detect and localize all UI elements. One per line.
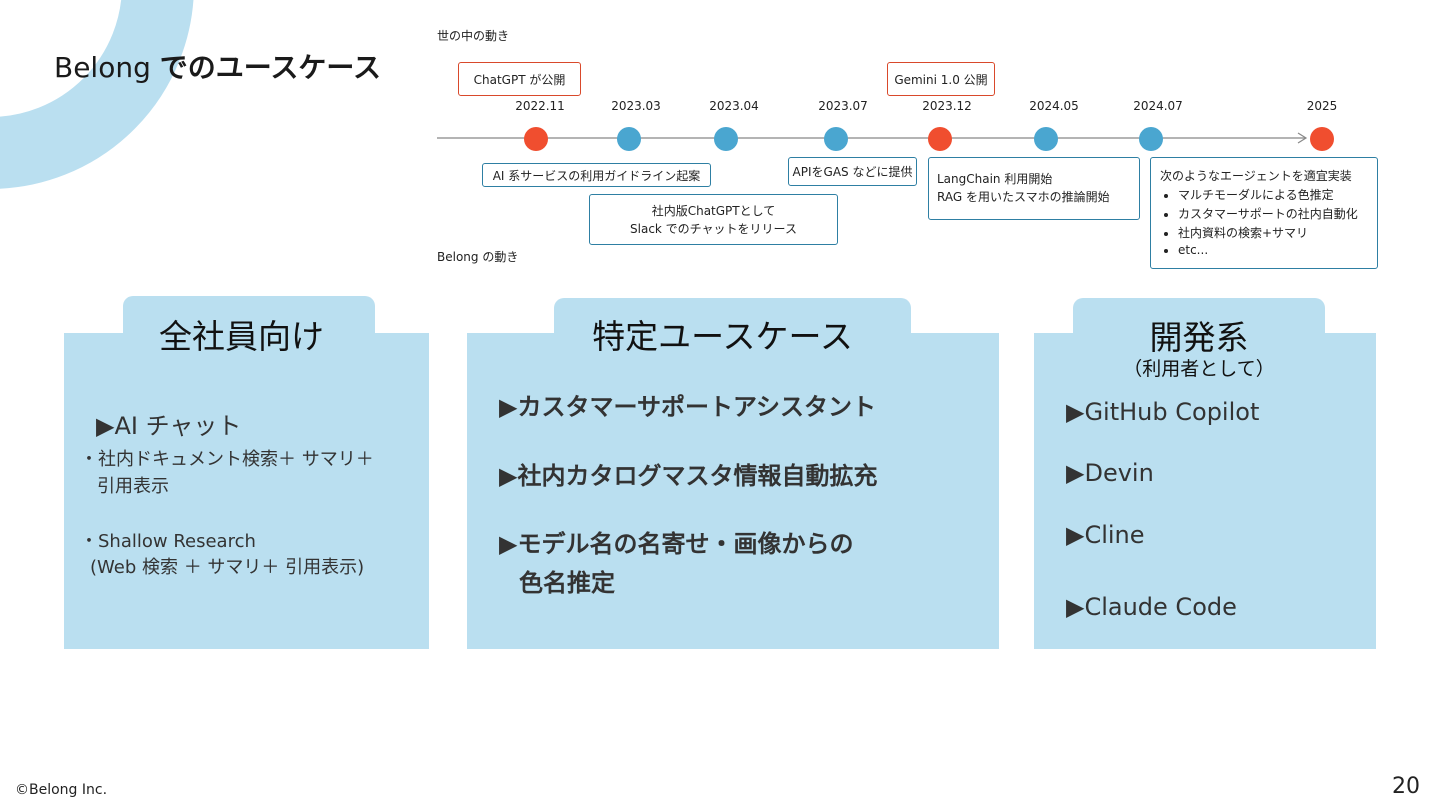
date-label: 2023.04 bbox=[709, 99, 759, 113]
timeline-dot-belong bbox=[1139, 127, 1163, 151]
card-specific bbox=[467, 333, 999, 649]
agent-item: 社内資料の検索+サマリ bbox=[1178, 224, 1377, 241]
agent-item: マルチモーダルによる色推定 bbox=[1178, 186, 1377, 203]
agent-item: カスタマーサポートの社内自動化 bbox=[1178, 205, 1377, 222]
date-label: 2022.11 bbox=[515, 99, 565, 113]
card-dev-item: ▶Devin bbox=[1066, 459, 1154, 487]
belong-event-guideline: AI 系サービスの利用ガイドライン起案 bbox=[482, 163, 711, 187]
card-dev-tab bbox=[1073, 298, 1325, 338]
card-dev-title: 開発系 bbox=[1149, 318, 1249, 357]
page-number: 20 bbox=[1392, 774, 1420, 799]
card-dev-item: ▶GitHub Copilot bbox=[1066, 398, 1260, 426]
belong-event-langchain: LangChain 利用開始 RAG を用いたスマホの推論開始 bbox=[928, 157, 1140, 220]
card-all bbox=[64, 333, 429, 649]
date-label: 2024.05 bbox=[1029, 99, 1079, 113]
belong-event-agents: 次のようなエージェントを適宜実装 マルチモーダルによる色推定 カスタマーサポート… bbox=[1150, 157, 1378, 269]
copyright: ©Belong Inc. bbox=[15, 782, 108, 798]
page-title: Belong でのユースケース bbox=[54, 51, 381, 84]
world-events-label: 世の中の動き bbox=[437, 29, 510, 43]
card-specific-tab bbox=[554, 298, 911, 338]
card-all-sub1-line2: 引用表示 bbox=[97, 476, 169, 497]
card-specific-item: ▶モデル名の名寄せ・画像からの bbox=[499, 530, 854, 558]
timeline-dot-belong bbox=[617, 127, 641, 151]
card-all-sub2-line1: ・Shallow Research bbox=[80, 531, 256, 552]
date-label: 2024.07 bbox=[1133, 99, 1183, 113]
timeline-dot-world bbox=[524, 127, 548, 151]
card-all-sub1-line1: ・社内ドキュメント検索＋ サマリ＋ bbox=[80, 449, 374, 470]
card-all-title: 全社員向け bbox=[159, 317, 324, 356]
card-specific-item-cont: 色名推定 bbox=[519, 569, 615, 597]
card-dev-item: ▶Cline bbox=[1066, 521, 1145, 549]
card-dev-subtitle: （利用者として） bbox=[1123, 358, 1275, 380]
belong-event-internal-gpt: 社内版ChatGPTとして Slack でのチャットをリリース bbox=[589, 194, 838, 245]
card-specific-title: 特定ユースケース bbox=[592, 317, 853, 356]
timeline-dot-world bbox=[928, 127, 952, 151]
timeline-dot-belong bbox=[1034, 127, 1058, 151]
timeline-dot-world bbox=[1310, 127, 1334, 151]
date-label: 2025 bbox=[1306, 99, 1338, 113]
belong-event-gas: APIをGAS などに提供 bbox=[788, 157, 917, 186]
card-specific-item: ▶社内カタログマスタ情報自動拡充 bbox=[499, 462, 878, 490]
timeline-dot-belong bbox=[714, 127, 738, 151]
world-event-gemini: Gemini 1.0 公開 bbox=[887, 62, 995, 96]
card-all-sub2-line2: (Web 検索 ＋ サマリ＋ 引用表示) bbox=[90, 557, 365, 578]
date-label: 2023.03 bbox=[611, 99, 661, 113]
agent-item: etc... bbox=[1178, 243, 1377, 257]
card-dev bbox=[1034, 333, 1376, 649]
timeline-dot-belong bbox=[824, 127, 848, 151]
belong-events-label: Belong の動き bbox=[437, 250, 519, 264]
date-label: 2023.12 bbox=[922, 99, 972, 113]
card-all-main: ▶AI チャット bbox=[96, 412, 242, 440]
date-label: 2023.07 bbox=[818, 99, 868, 113]
card-dev-item: ▶Claude Code bbox=[1066, 593, 1237, 621]
card-specific-item: ▶カスタマーサポートアシスタント bbox=[499, 393, 877, 421]
card-all-tab bbox=[123, 296, 375, 336]
world-event-chatgpt: ChatGPT が公開 bbox=[458, 62, 581, 96]
